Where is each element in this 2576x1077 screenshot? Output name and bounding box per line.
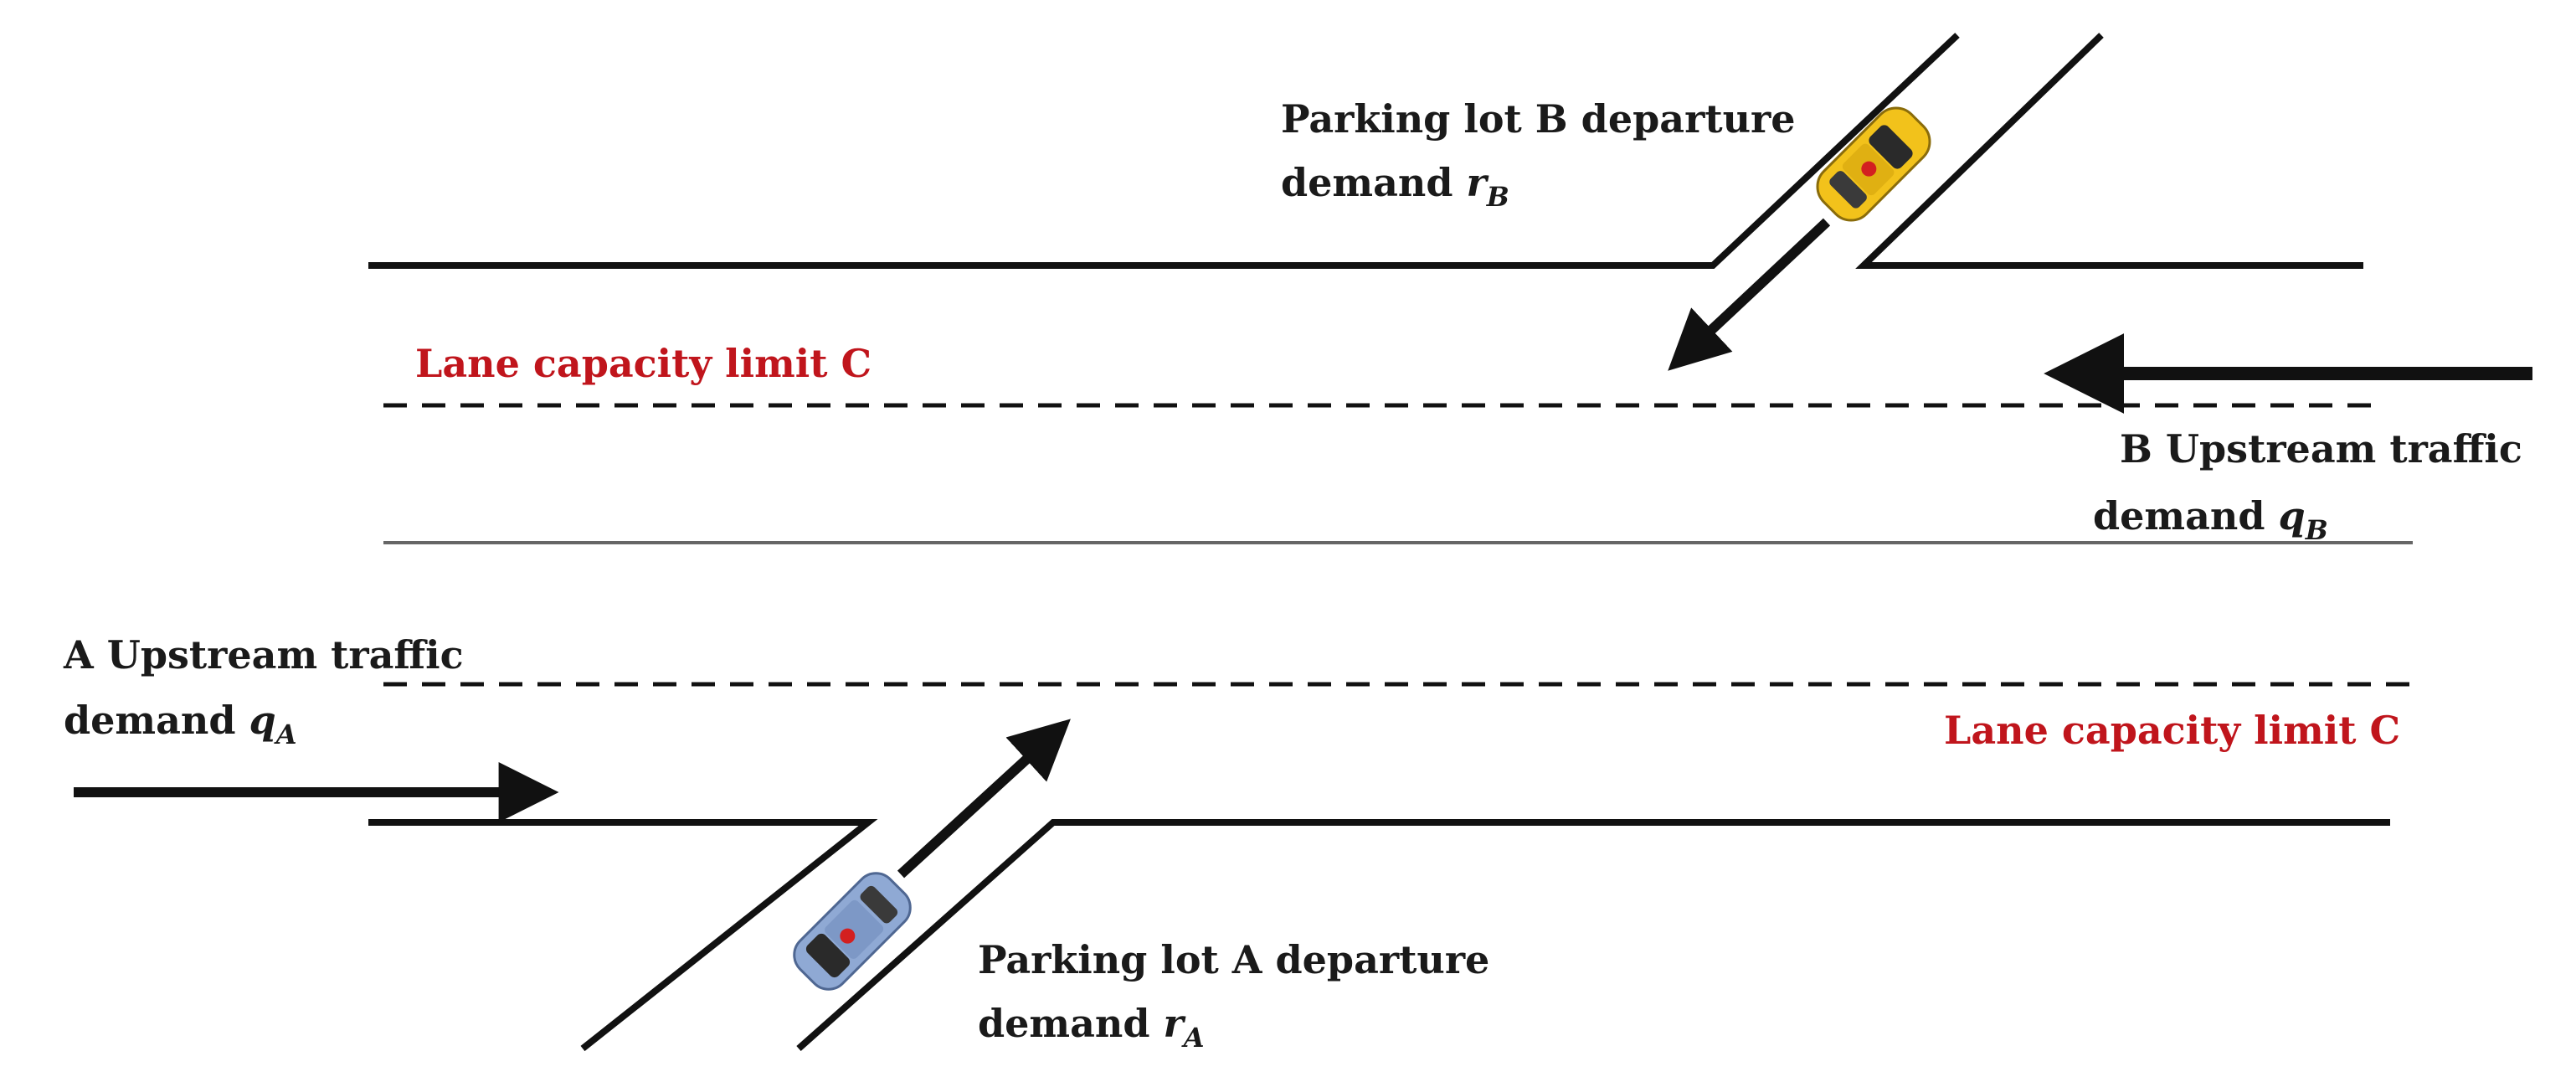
label-upstream-a-sub: A [274,719,297,750]
label-parking-b-prefix: demand [1281,160,1467,205]
label-parking-a-var: r [1164,1001,1187,1046]
car-b-rear-window [1829,171,1867,209]
label-upstream-a-prefix: demand [64,698,249,743]
label-parking-a-sub: A [1181,1022,1205,1054]
car-a-roof [825,899,884,959]
road-top-edge-right [1855,33,2363,269]
label-upstream-b-var: q [2279,493,2306,538]
label-upstream-a-var: q [249,698,276,743]
car-a-light [840,928,856,944]
car-b-light [1861,161,1877,177]
label-upstream-b-sub: B [2305,514,2328,546]
arrow-parking-b [1668,218,1831,371]
label-parking-b: Parking lot B departure demand rB [1281,96,1796,213]
road-bottom-edge-left [368,819,878,1052]
car-b-windshield [1869,125,1913,169]
label-parking-a-line1: Parking lot A departure [978,937,1489,982]
road-top-edge [368,33,2363,269]
label-upstream-b-line1: B Upstream traffic [2120,426,2522,472]
label-capacity-bottom: Lane capacity limit C [1944,708,2400,753]
label-capacity-top: Lane capacity limit C [415,341,872,386]
label-upstream-b: B Upstream traffic demand qB [2093,426,2522,546]
label-parking-b-var: r [1467,160,1490,205]
label-upstream-b-prefix: demand [2093,493,2279,538]
road-top-edge-left [368,33,1960,269]
car-a-rear-window [860,885,898,924]
label-parking-b-sub: B [1486,181,1509,213]
label-upstream-a: A Upstream traffic demand qA [63,632,464,750]
arrow-parking-a [897,719,1071,879]
car-b-icon [1816,106,1931,222]
label-parking-a: Parking lot A departure demand rA [978,937,1489,1054]
road-bottom-edge-right [796,819,2390,1051]
road-bottom-edge [368,819,2390,1052]
car-a-icon [793,872,912,991]
label-upstream-b-line2: demand qB [2093,493,2328,546]
car-a-windshield [805,933,851,978]
label-parking-a-line2: demand rA [978,1001,1205,1054]
label-parking-b-line2: demand rB [1281,160,1509,213]
label-upstream-a-line2: demand qA [64,698,297,750]
label-upstream-a-line1: A Upstream traffic [63,632,464,678]
label-parking-a-prefix: demand [978,1001,1164,1046]
label-parking-b-line1: Parking lot B departure [1281,96,1796,142]
